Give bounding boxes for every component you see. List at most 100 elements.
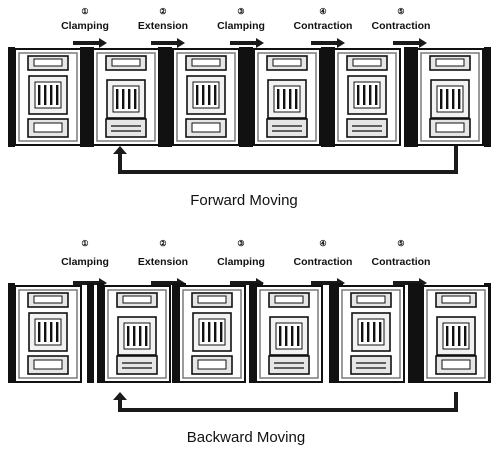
right-arrow-icon — [73, 281, 99, 285]
actuator-bar — [50, 322, 53, 342]
forward-wall-12 — [484, 47, 491, 147]
frame-inner — [96, 52, 156, 142]
bottom-clamp — [266, 118, 308, 138]
frame-inner — [182, 289, 242, 379]
top-clamp-pad — [111, 58, 141, 67]
forward-step-label-3: Clamping — [217, 20, 265, 32]
forward-robot-frame-4 — [253, 48, 321, 146]
forward-wall-10 — [404, 47, 411, 147]
bottom-clamp — [346, 118, 388, 138]
backward-step-marker-1: ① — [81, 239, 88, 248]
forward-step-marker-2: ② — [159, 7, 166, 16]
forward-step-label-1: Clamping — [61, 20, 109, 32]
actuator-bar — [44, 322, 47, 342]
return-arrow-head-icon — [113, 392, 127, 400]
backward-section: ① ② ③ ④ ⑤ Clamping Extension Clamping Co… — [8, 239, 491, 446]
actuator-bar — [464, 326, 467, 346]
actuator-bar — [446, 89, 449, 109]
return-arrow-right-riser — [454, 146, 458, 172]
top-clamp-pad — [33, 295, 63, 304]
backward-wall-6 — [249, 283, 256, 383]
right-arrow-icon — [311, 41, 337, 45]
bottom-clamp-pad — [191, 122, 221, 133]
backward-robot-frame-4 — [255, 285, 323, 383]
actuator-bar — [38, 322, 41, 342]
actuator-bar — [367, 322, 370, 342]
backward-wall-2 — [87, 283, 94, 383]
forward-step-label-5: Contraction — [372, 20, 431, 32]
backward-wall-4 — [172, 283, 179, 383]
forward-return-arrow — [113, 146, 458, 174]
actuator-bar — [214, 85, 217, 105]
backward-caption: Backward Moving — [187, 429, 305, 446]
actuator-bar — [208, 322, 211, 342]
right-arrow-icon — [73, 41, 99, 45]
actuator-bar — [202, 85, 205, 105]
actuator-bar — [44, 85, 47, 105]
actuator-bar — [128, 89, 131, 109]
actuator-bar — [363, 85, 366, 105]
actuator-bar — [50, 85, 53, 105]
actuator-bar — [361, 322, 364, 342]
backward-step-marker-3: ③ — [237, 239, 244, 248]
forward-wall-3 — [87, 47, 94, 147]
forward-wall-8 — [321, 47, 328, 147]
right-arrow-icon — [393, 281, 419, 285]
actuator-bar — [214, 322, 217, 342]
right-arrow-head-icon — [337, 38, 345, 48]
forward-step-marker-1: ① — [81, 7, 88, 16]
frame-inner — [426, 289, 486, 379]
frame-inner — [18, 289, 78, 379]
forward-step-arrow-3 — [230, 38, 264, 48]
backward-robot-frame-5 — [337, 285, 405, 383]
actuator-bar — [373, 322, 376, 342]
backward-step-label-5: Contraction — [372, 256, 431, 268]
backward-robot-frame-3 — [178, 285, 246, 383]
frame-inner — [259, 289, 319, 379]
actuator-bar — [283, 89, 286, 109]
actuator-bar — [127, 326, 130, 346]
bottom-clamp — [268, 355, 310, 375]
backward-wall-1 — [8, 283, 15, 383]
actuator-bar — [220, 322, 223, 342]
backward-step-label-1: Clamping — [61, 256, 109, 268]
actuator-bar — [277, 89, 280, 109]
frame-inner — [341, 289, 401, 379]
bottom-clamp-pad — [33, 359, 63, 370]
actuator-bar — [145, 326, 148, 346]
backward-wall-8 — [329, 283, 336, 383]
backward-robot-frame-6 — [422, 285, 490, 383]
right-arrow-head-icon — [99, 38, 107, 48]
right-arrow-icon — [311, 281, 337, 285]
top-clamp-pad — [356, 295, 386, 304]
backward-robot-frame-1 — [14, 285, 82, 383]
backward-step-label-4: Contraction — [294, 256, 353, 268]
actuator-bar — [458, 326, 461, 346]
forward-step-label-4: Contraction — [294, 20, 353, 32]
bottom-clamp — [350, 355, 392, 375]
forward-step-marker-3: ③ — [237, 7, 244, 16]
right-arrow-icon — [230, 41, 256, 45]
actuator-bar — [279, 326, 282, 346]
right-arrow-icon — [151, 41, 177, 45]
backward-return-arrow — [113, 392, 458, 412]
forward-step-arrow-2 — [151, 38, 185, 48]
frame-inner — [176, 52, 236, 142]
bottom-clamp-pad — [435, 122, 465, 133]
actuator-bar — [369, 85, 372, 105]
top-clamp-pad — [197, 295, 227, 304]
actuator-bar — [139, 326, 142, 346]
actuator-bar — [208, 85, 211, 105]
actuator-bar — [285, 326, 288, 346]
top-clamp-pad — [352, 58, 382, 67]
actuator-bar — [295, 89, 298, 109]
backward-step-marker-5: ⑤ — [397, 239, 404, 248]
return-arrow-head-icon — [113, 146, 127, 154]
right-arrow-icon — [393, 41, 419, 45]
forward-step-arrow-4 — [311, 38, 345, 48]
actuator-bar — [56, 322, 59, 342]
bottom-clamp-pad — [33, 122, 63, 133]
forward-caption: Forward Moving — [190, 192, 298, 209]
forward-wall-6 — [239, 47, 246, 147]
